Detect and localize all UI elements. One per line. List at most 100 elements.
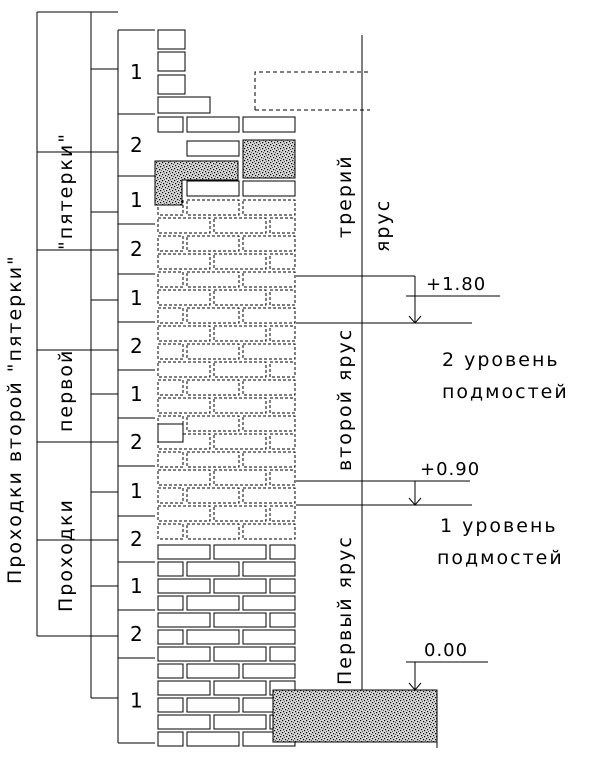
brick — [242, 180, 296, 197]
brick — [157, 646, 211, 662]
brick — [269, 646, 296, 662]
course-label-1: 1 — [130, 60, 143, 84]
brick — [242, 271, 296, 288]
course-label-12: 2 — [130, 622, 143, 646]
tier-third-label-b: ярус — [372, 199, 394, 252]
brick — [186, 561, 240, 577]
brick — [157, 235, 184, 252]
brick — [269, 469, 296, 486]
brick — [186, 271, 240, 288]
brick — [186, 235, 240, 252]
brick — [242, 487, 296, 504]
course-label-4: 2 — [130, 237, 143, 261]
brick — [242, 343, 296, 360]
scaffold-level-1-line2: подмостей — [437, 547, 564, 569]
brick — [157, 469, 211, 486]
brick — [186, 415, 240, 432]
course-label-13: 1 — [130, 689, 143, 713]
brick — [242, 595, 296, 611]
brick — [186, 697, 240, 713]
brick — [213, 397, 267, 414]
brick — [242, 523, 296, 540]
brick — [157, 629, 184, 645]
course-label-7: 1 — [130, 382, 143, 406]
hatched-elements — [154, 139, 438, 743]
course-label-10: 2 — [130, 527, 143, 551]
brick — [157, 612, 211, 628]
brick — [242, 379, 296, 396]
elevation-marks — [406, 276, 500, 691]
brick — [157, 289, 211, 306]
brick — [242, 415, 296, 432]
brick — [157, 379, 184, 396]
brick — [186, 307, 240, 324]
brick — [269, 397, 296, 414]
elevation-plus-1-80: +1.80 — [426, 274, 486, 295]
brick — [157, 361, 211, 378]
pass-brackets — [36, 11, 155, 744]
course-label-8: 2 — [130, 430, 143, 454]
scaffold — [296, 35, 472, 748]
brick — [157, 505, 211, 522]
brick — [269, 289, 296, 306]
brick — [269, 253, 296, 270]
brick — [186, 180, 240, 197]
brick — [242, 235, 296, 252]
tier-third-label-a: трерий — [334, 154, 356, 238]
brick — [157, 29, 186, 50]
brick — [242, 199, 296, 216]
brick — [213, 505, 267, 522]
brick — [269, 578, 296, 594]
course-label-9: 1 — [130, 479, 143, 503]
brick — [186, 140, 240, 157]
brick — [157, 451, 184, 468]
brick — [213, 680, 267, 696]
brick — [186, 523, 240, 540]
brick — [186, 343, 240, 360]
brick — [157, 325, 211, 342]
brick — [186, 595, 240, 611]
brick — [186, 451, 240, 468]
brick — [213, 612, 267, 628]
brick — [157, 595, 184, 611]
brick — [213, 714, 267, 730]
course-label-6: 2 — [130, 334, 143, 358]
course-label-11: 1 — [130, 574, 143, 598]
brick — [213, 253, 267, 270]
brick — [157, 51, 186, 72]
brick — [157, 544, 211, 560]
brick — [157, 271, 184, 288]
brick — [157, 523, 184, 540]
brick — [242, 116, 296, 133]
brick — [269, 612, 296, 628]
brick — [242, 307, 296, 324]
brick — [242, 663, 296, 679]
brick — [213, 361, 267, 378]
brick — [269, 544, 296, 560]
brick — [269, 325, 296, 342]
brick — [157, 74, 186, 95]
first-five-label-c: "пятерки" — [55, 132, 77, 250]
course-label-2: 2 — [130, 133, 143, 157]
scaffold-level-1-line1: 1 уровень — [440, 515, 558, 537]
brick — [186, 379, 240, 396]
brick — [157, 423, 184, 443]
elevation-zero: 0.00 — [424, 640, 468, 661]
brick — [157, 307, 184, 324]
brick — [157, 663, 184, 679]
brick — [157, 397, 211, 414]
brick — [269, 433, 296, 450]
brick — [269, 217, 296, 234]
brick — [213, 433, 267, 450]
brick — [213, 325, 267, 342]
lintel-right — [242, 139, 296, 179]
brick — [157, 217, 211, 234]
brick — [186, 731, 240, 747]
brick — [157, 116, 184, 133]
brick — [157, 680, 211, 696]
brick — [157, 714, 211, 730]
brick — [242, 629, 296, 645]
first-five-label-b: первой — [55, 349, 77, 432]
brick — [157, 697, 184, 713]
